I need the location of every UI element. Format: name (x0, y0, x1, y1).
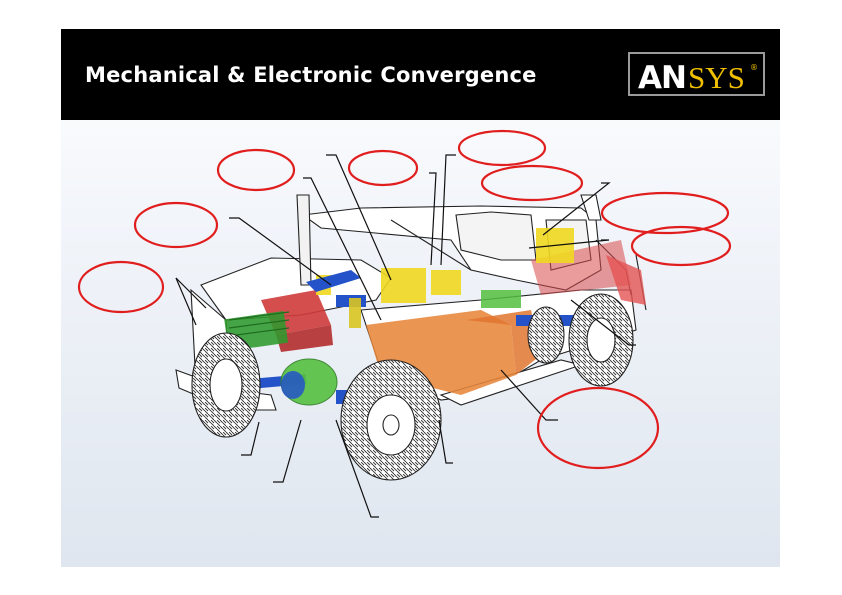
ansys-logo: AN SYS ® (628, 52, 765, 96)
vehicle-illustration (61, 120, 780, 567)
front-right-wheel (340, 359, 442, 481)
title-bar: Mechanical & Electronic Convergence AN S… (61, 29, 780, 120)
callout-oval-2 (133, 201, 219, 249)
logo-bold-text: AN (638, 60, 686, 96)
differential (280, 290, 521, 406)
callout-oval-3 (77, 260, 165, 314)
callout-oval-8 (630, 225, 732, 267)
callout-oval-6 (480, 164, 584, 202)
callouts (77, 129, 732, 470)
rear-right-wheel (527, 306, 565, 364)
callout-oval-5 (457, 129, 547, 167)
callout-oval-7 (600, 191, 730, 235)
logo-trademark: ® (750, 63, 758, 72)
leader-lines (175, 154, 636, 518)
callout-oval-1 (216, 148, 296, 192)
callout-oval-9 (536, 386, 660, 470)
slide-title: Mechanical & Electronic Convergence (85, 63, 537, 87)
vehicle-diagram (77, 129, 732, 518)
callout-oval-4 (347, 149, 419, 187)
slide: Mechanical & Electronic Convergence AN S… (61, 29, 780, 567)
front-left-wheel (191, 332, 261, 438)
logo-serif-text: SYS (688, 60, 745, 95)
wheels (191, 293, 634, 481)
steering-unit (349, 298, 361, 328)
rear-section (531, 240, 646, 305)
